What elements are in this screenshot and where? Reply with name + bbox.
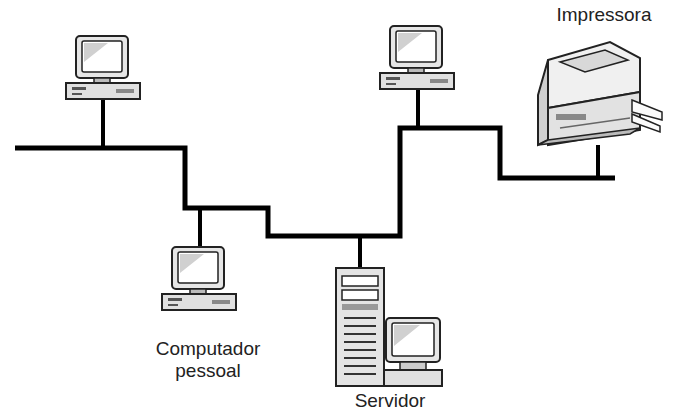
drop-cable xyxy=(416,90,420,128)
printer-icon xyxy=(538,42,662,145)
device-label: Servidor xyxy=(325,390,455,412)
computer-icon xyxy=(162,247,236,310)
computer-icon xyxy=(66,36,140,99)
drop-cable xyxy=(358,236,362,270)
drop-cable xyxy=(596,145,600,178)
device-label: Impressora xyxy=(539,4,669,26)
server-icon xyxy=(336,268,442,386)
device-label: Computador pessoal xyxy=(143,338,273,382)
computer-icon xyxy=(380,26,454,89)
drop-cable xyxy=(101,98,105,148)
